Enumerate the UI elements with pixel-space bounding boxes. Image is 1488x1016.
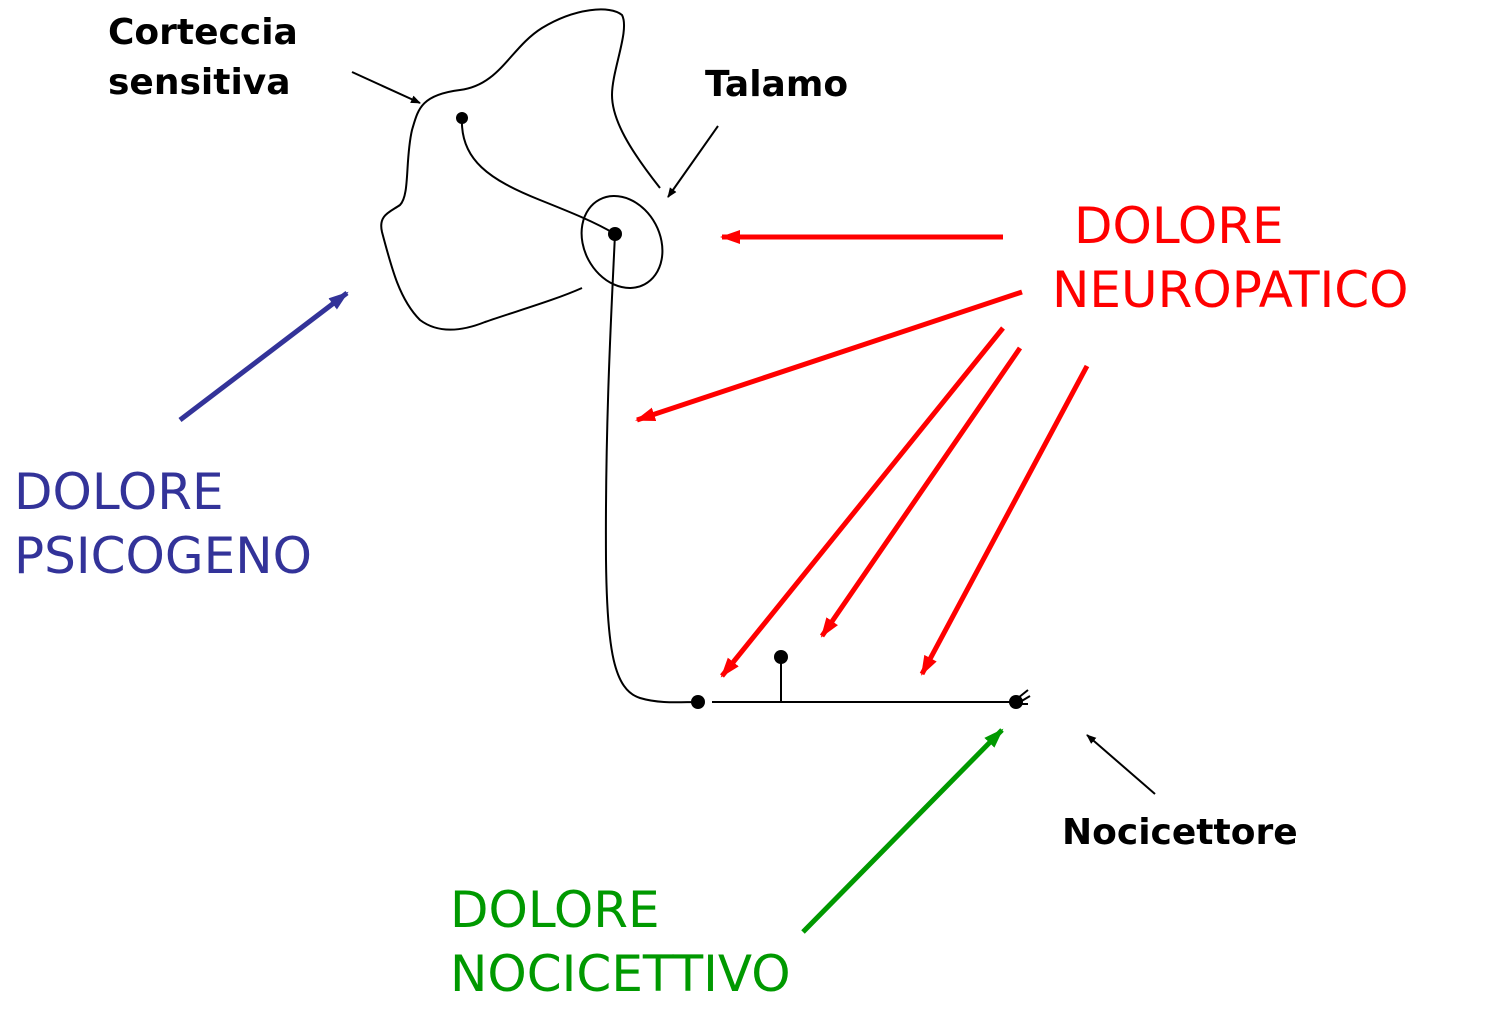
cortex-pointer-arrow [352,72,420,103]
cortex-label-line1: Corteccia [108,8,298,58]
neuropathic-arrow-spinal [637,292,1022,420]
nociceptive-pain-label: DOLORE NOCICETTIVO [450,878,791,1006]
nociceptor-label: Nocicettore [1062,808,1298,858]
neuropathic-arrow-nerve [922,366,1087,674]
neuropathic-pain-label: DOLORE NEUROPATICO [1052,194,1409,322]
spinothalamic-fiber [606,234,698,702]
cortex-label-line2: sensitiva [108,58,298,108]
neuropathic-pain-line1: DOLORE [1052,194,1409,258]
thalamus-label: Talamo [705,60,848,110]
nociceptor-pointer-arrow [1087,735,1155,794]
nociceptive-pain-line2: NOCICETTIVO [450,942,791,1006]
dorsal-root-ganglion-dot [691,695,705,709]
psychogenic-pain-line2: PSICOGENO [14,524,312,588]
thalamus-ellipse [566,182,678,302]
nerve-branch-dot [774,650,788,664]
psychogenic-pain-line1: DOLORE [14,460,312,524]
cortex-outline [381,9,660,329]
cortex-thalamus-fiber [462,118,615,234]
thalamus-pointer-arrow [668,126,718,197]
nociceptive-arrow [803,730,1002,932]
nociceptive-pain-line1: DOLORE [450,878,791,942]
neuropathic-pain-line2: NEUROPATICO [1052,258,1409,322]
psychogenic-arrow [180,293,347,420]
neuropathic-arrow-branch [822,348,1020,636]
neuropathic-arrows [637,237,1087,676]
cortex-label: Corteccia sensitiva [108,8,298,108]
psychogenic-pain-label: DOLORE PSICOGENO [14,460,312,588]
